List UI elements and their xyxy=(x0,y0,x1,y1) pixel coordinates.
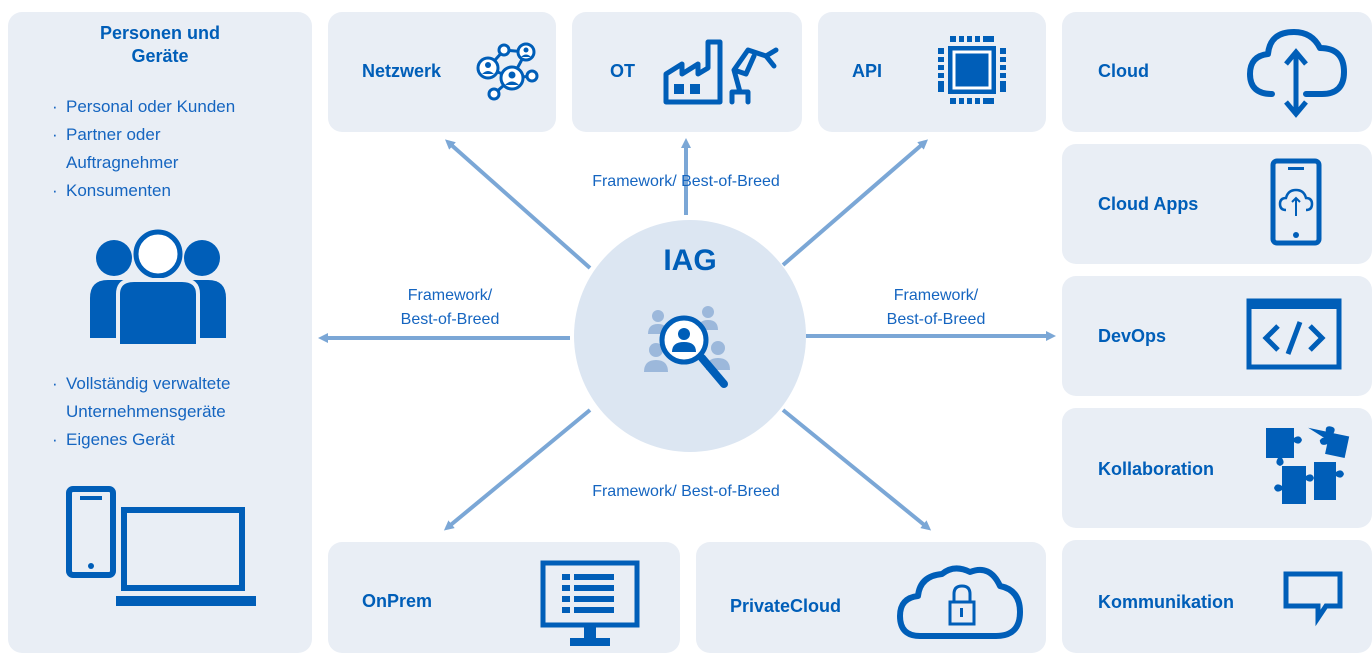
node-label: PrivateCloud xyxy=(730,596,842,616)
node-label: Kommunikation xyxy=(1098,592,1235,612)
connector-label-left: Framework/ Best-of-Breed xyxy=(340,284,560,332)
list-item: Konsumenten xyxy=(52,177,235,205)
node-label: OT xyxy=(610,61,635,81)
cloud-upload-icon xyxy=(1247,29,1347,118)
monitor-list-icon xyxy=(540,560,640,646)
node-label: API xyxy=(852,61,883,81)
title-line-1: Personen und xyxy=(99,23,220,43)
identity-search-icon xyxy=(644,306,730,388)
node-cloud xyxy=(1062,12,1372,132)
list-item: Auftragnehmer xyxy=(66,153,179,173)
connector-line: Framework/ xyxy=(893,287,979,304)
node-label: Cloud Apps xyxy=(1098,194,1199,214)
phone-laptop-icon xyxy=(66,486,256,606)
people-devices-title: Personen und Geräte xyxy=(8,22,312,67)
arrow-to-privatecloud xyxy=(781,408,932,531)
list-item: Unternehmensgeräte xyxy=(66,402,226,422)
node-label: Kollaboration xyxy=(1098,459,1214,479)
devices-list: Vollständig verwaltete Unternehmensgerät… xyxy=(52,370,230,454)
connector-label-right: Framework/ Best-of-Breed xyxy=(826,284,1046,332)
code-window-icon xyxy=(1246,298,1342,370)
title-line-2: Geräte xyxy=(131,45,189,66)
connector-line: Best-of-Breed xyxy=(886,311,986,328)
iag-title: IAG xyxy=(663,244,717,277)
node-label: Cloud xyxy=(1098,61,1149,81)
phone-cloud-icon xyxy=(1270,158,1322,246)
group-people-icon xyxy=(90,229,226,348)
people-list: Personal oder Kunden Partner oder Auftra… xyxy=(52,93,235,205)
arrow-to-onprem xyxy=(443,408,592,531)
connector-line: Best-of-Breed xyxy=(400,311,500,328)
node-kommunikation xyxy=(1062,540,1372,653)
puzzle-icon xyxy=(1266,426,1350,504)
node-label: OnPrem xyxy=(362,591,433,611)
network-icon xyxy=(476,42,539,101)
node-label: DevOps xyxy=(1098,326,1167,346)
cloud-lock-icon xyxy=(897,565,1023,639)
arrow-to-netzwerk xyxy=(445,139,592,270)
list-item: Vollständig verwaltete xyxy=(52,370,230,398)
arrow-to-api xyxy=(781,139,929,267)
node-label: Netzwerk xyxy=(362,61,442,81)
connector-line: Framework/ xyxy=(407,287,493,304)
node-api xyxy=(818,12,1046,132)
chip-icon xyxy=(938,36,1006,104)
connector-label-bottom: Framework/ Best-of-Breed xyxy=(592,483,780,500)
list-item: Personal oder Kunden xyxy=(52,93,235,121)
list-item: Partner oder xyxy=(52,121,235,149)
connector-label-top: Framework/ Best-of-Breed xyxy=(592,173,780,190)
factory-robot-arm-icon xyxy=(663,39,779,105)
list-item: Eigenes Gerät xyxy=(52,426,230,454)
chat-bubble-icon xyxy=(1283,571,1343,627)
